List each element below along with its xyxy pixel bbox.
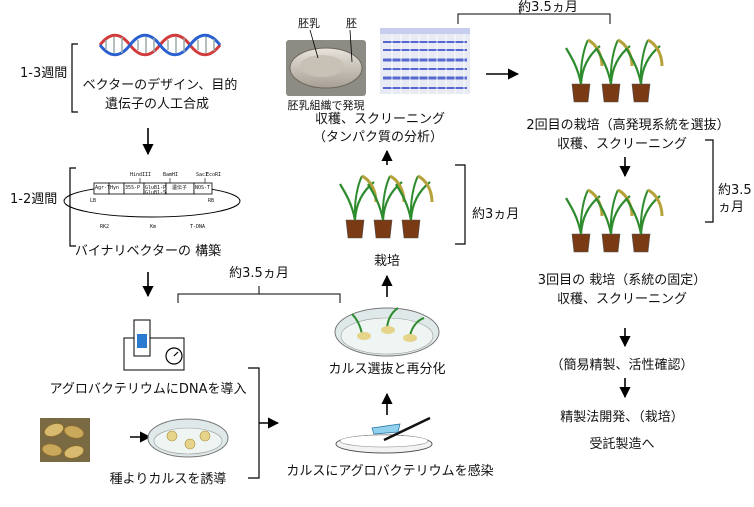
electroporator-icon [123,319,185,371]
time-label-agro: 約3.5ヵ月 [229,266,289,281]
callus-dish-icon [147,418,229,458]
vector-label: T-DNA [190,224,206,230]
step-harvest1-line1: 収穫、スクリーニング [314,112,446,127]
vector-label: 遺伝子 [172,185,188,191]
step-infect: カルスにアグロバクテリウムを感染 [286,464,494,479]
binary-vector-map-icon [63,178,241,218]
vector-label: Agr-T [95,185,111,191]
step-binary: バイナリベクターの 構築 [74,244,222,259]
step-harvest1-line2: （タンパク質の分析） [312,130,444,145]
time-label-design: 1-3週間 [20,66,68,81]
time-label-cult1: 約3ヵ月 [472,207,520,222]
step-cultivate: 栽培 [373,254,401,269]
vector-label: SacI [196,172,209,178]
step-callus-select: カルス選抜と再分化 [328,362,446,377]
step-design-line1: ベクターのデザイン、目的 [82,78,238,93]
time-label-binary: 1-2週間 [10,192,58,207]
endosperm-label: 胚乳 [298,17,320,30]
vector-label: LB [90,198,97,204]
vector-label: 35S-P [125,185,141,191]
time-label-cult2: 約3.5 [718,183,752,198]
vector-label: NOS-T [195,185,211,191]
step-method: 精製法開発、（栽培） [560,410,684,425]
step-harvest3: 収穫、スクリーニング [556,292,688,307]
protein-gel-image [380,28,470,94]
regeneration-dish-icon [334,307,440,357]
embryo-label: 胚 [346,17,357,30]
bracket-design [71,43,78,113]
step-harvest2: 収穫、スクリーニング [556,137,688,152]
rice-plants-3-icon [565,188,664,253]
step-agro-dna: アグロバクテリウムにDNAを導入 [49,382,247,397]
step-purify: （簡易精製、活性確認） [550,358,694,373]
time-label-gel: 約3.5ヵ月 [518,0,578,15]
seed-cross-section-image [286,29,366,96]
vector-label: GluB1-P [145,185,167,191]
rice-plants-2-icon [565,38,664,103]
infection-dish-icon [335,416,433,454]
dna-helix-icon [98,33,222,57]
vector-label: RK2 [100,224,110,230]
vector-label: Km [150,224,157,230]
step-contract: 受託製造へ [589,437,655,452]
vector-label: BamHI [163,172,179,178]
vector-label: EcoRI [206,172,222,178]
step-callus-induce: 種よりカルスを誘導 [109,472,227,487]
rice-seeds-image [40,418,90,462]
rice-plants-1-icon [339,174,434,239]
step-cult2: 2回目の栽培（高発現系統を選抜） [526,118,730,133]
seed-caption: 胚乳組織で発現 [287,99,365,112]
step-cult3: 3回目の 栽培（系統の固定） [537,273,707,288]
vector-label: Hyn [110,185,120,191]
vector-label: RB [208,198,215,204]
step-design-line2: 遺伝子の人工合成 [104,97,210,112]
vector-label: GluB1-S [145,190,167,196]
vector-label: HindIII [130,172,152,178]
time-label-cult2-unit: ヵ月 [718,200,745,215]
